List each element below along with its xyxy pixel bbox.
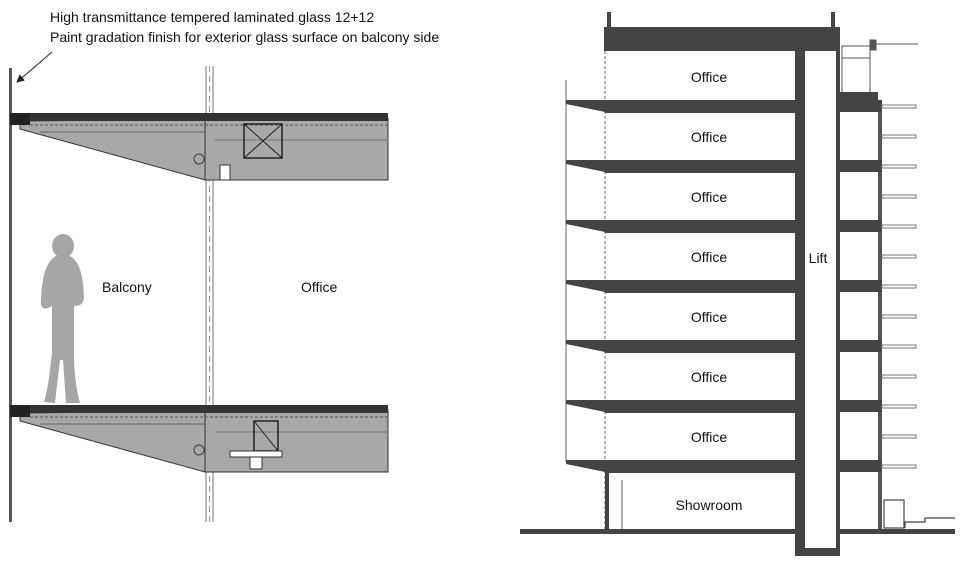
facade-fin	[881, 434, 917, 439]
facade-fins	[881, 104, 917, 469]
facade-fin	[881, 374, 917, 379]
facade-fin	[881, 164, 917, 169]
balcony-slab	[566, 340, 605, 352]
balcony-label: Balcony	[102, 279, 152, 295]
rear-slab	[836, 280, 882, 292]
exterior-glass-pane	[9, 68, 12, 522]
lift-pit-floor	[795, 548, 840, 556]
office-label: Office	[301, 279, 338, 295]
lift-shaft-wall-left	[795, 51, 805, 556]
balcony-slab	[566, 400, 605, 412]
balcony-slab	[566, 220, 605, 232]
ground-slab-left	[520, 529, 795, 534]
person-silhouette-icon	[40, 234, 84, 403]
floor-slab	[605, 160, 795, 173]
lower-slab-detail	[10, 405, 389, 473]
facade-fin	[881, 284, 917, 289]
leader-arrow	[16, 51, 53, 83]
floor-label-office: Office	[691, 189, 728, 205]
facade-fin	[881, 344, 917, 349]
facade-fin	[881, 464, 917, 469]
upper-slab-detail	[10, 113, 389, 181]
showroom-wall	[605, 473, 609, 529]
floor-slab	[605, 280, 795, 293]
balcony-slab	[566, 460, 605, 472]
rear-slab	[836, 400, 882, 412]
ground-slab-right	[840, 529, 955, 534]
facade-fin	[881, 254, 917, 259]
roof-slab	[604, 27, 840, 51]
rear-slab	[836, 460, 882, 472]
floor-label-office: Office	[691, 429, 728, 445]
rear-slab	[836, 100, 882, 112]
floor-label-office: Office	[691, 69, 728, 85]
balcony-slab	[566, 100, 605, 112]
lift-label: Lift	[809, 250, 828, 266]
rooftop-slab	[840, 92, 878, 100]
balcony-slab	[566, 280, 605, 292]
balcony-slab	[566, 160, 605, 172]
floor-slab	[605, 400, 795, 413]
facade-fin	[881, 314, 917, 319]
floor-slab	[605, 340, 795, 353]
paint-finish-note: Paint gradation finish for exterior glas…	[50, 29, 439, 45]
glass-spec-note: High transmittance tempered laminated gl…	[50, 9, 374, 25]
facade-fin	[881, 194, 917, 199]
floor-slab	[605, 100, 795, 113]
lift-shaft-wall-right	[836, 51, 840, 556]
facade-fin	[881, 404, 917, 409]
facade-fin	[881, 104, 917, 109]
facade-fin	[881, 134, 917, 139]
glass-detail-section: High transmittance tempered laminated gl…	[9, 9, 439, 522]
floor-label-office: Office	[691, 309, 728, 325]
rear-slab	[836, 220, 882, 232]
floor-slab	[605, 460, 795, 473]
rooftop-equipment	[841, 39, 918, 99]
rear-slab	[836, 340, 882, 352]
building-section: OfficeOfficeOfficeOfficeOfficeOfficeOffi…	[520, 12, 955, 556]
floor-label-office: Office	[691, 129, 728, 145]
showroom-label: Showroom	[676, 497, 743, 513]
roof-parapet-left	[607, 12, 611, 28]
right-facade-column	[878, 100, 882, 530]
floor-label-office: Office	[691, 369, 728, 385]
floor-label-office: Office	[691, 249, 728, 265]
facade-fin	[881, 224, 917, 229]
entrance-steps	[883, 499, 955, 529]
rear-slab	[836, 160, 882, 172]
roof-parapet-right	[831, 12, 835, 28]
floor-slab	[605, 220, 795, 233]
